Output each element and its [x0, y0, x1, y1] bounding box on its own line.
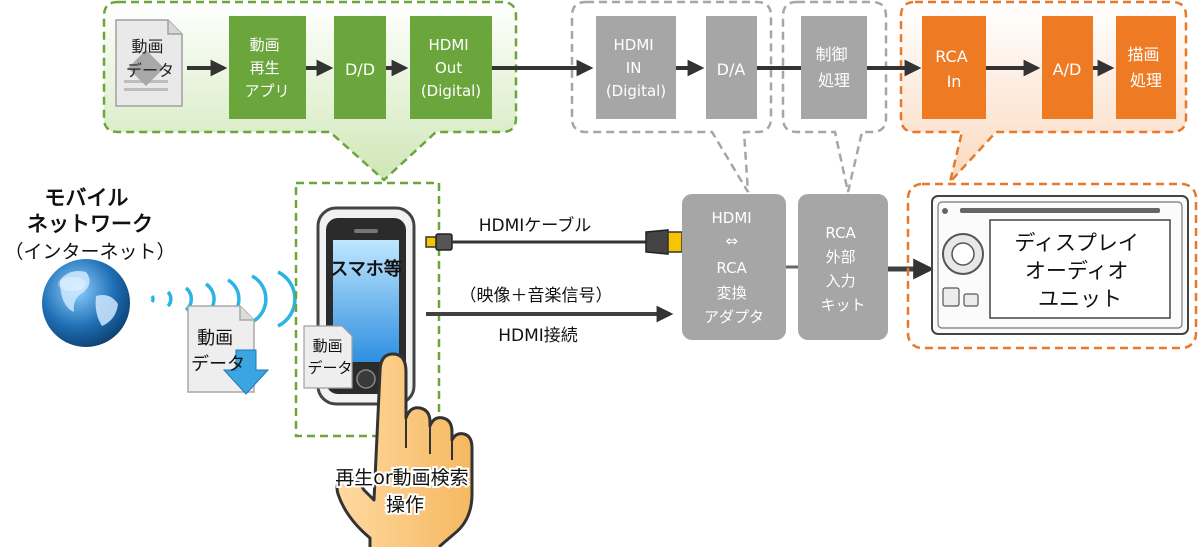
- svg-text:描画 処理: 描画 処理: [1127, 45, 1164, 90]
- video-data-label-1: 動画: [131, 37, 163, 56]
- hdmi-out-box: HDMI Out (Digital): [410, 16, 492, 119]
- rca-in-box: RCA In: [922, 16, 986, 119]
- svg-text:RCA 外部 入力 キッ: RCA 外部 入力 キット: [820, 224, 865, 314]
- smartphone-group-border: [294, 181, 441, 438]
- hdmi-in-box: HDMI IN (Digital): [596, 16, 676, 119]
- svg-text:動画 データ: 動画 データ: [126, 37, 174, 80]
- render-box: 描画 処理: [1116, 16, 1176, 119]
- control-box: 制御 処理: [801, 16, 867, 119]
- svg-text:動画 データ: 動画 データ: [307, 337, 352, 377]
- operation-label: 再生or動画検索 操作: [333, 465, 474, 518]
- signal-label: （映像＋音楽信号）: [460, 286, 613, 306]
- svg-text:D/A: D/A: [717, 60, 746, 79]
- head-unit-group-border: [906, 182, 1198, 350]
- hdmi-cable-icon: [425, 229, 683, 255]
- svg-text:動画 再生 アプリ: 動画 再生 アプリ: [244, 36, 289, 100]
- mobile-network-label: モバイル ネットワーク （インターネット）: [4, 186, 175, 263]
- svg-text:RCA In: RCA In: [935, 47, 973, 91]
- svg-text:モバイル ネットワーク: モバイル ネットワーク: [27, 186, 153, 236]
- dd-box: D/D: [334, 16, 386, 119]
- smartphone-label: スマホ等: [330, 258, 401, 280]
- download-data-icon: 動画 データ: [187, 305, 270, 395]
- svg-text:再生or動画検索 操作: 再生or動画検索 操作: [335, 467, 474, 516]
- ad-box: A/D: [1042, 16, 1093, 119]
- svg-text:動画 データ: 動画 データ: [191, 328, 245, 375]
- svg-text:D/D: D/D: [345, 60, 375, 79]
- video-data-doc-icon: 動画 データ: [115, 19, 183, 107]
- hdmi-cable-label: HDMIケーブル: [479, 215, 592, 236]
- hand-pointer-icon: [335, 352, 474, 551]
- svg-text:（インターネット）: （インターネット）: [4, 241, 175, 263]
- da-box: D/A: [706, 16, 757, 119]
- svg-text:A/D: A/D: [1053, 60, 1082, 79]
- hdmi-connection-label: HDMI接続: [498, 326, 578, 346]
- svg-text:ディスプレイ オーディオ ユニット: ディスプレイ オーディオ ユニット: [1014, 231, 1145, 311]
- svg-text:HDMI ⇔ RCA 変: HDMI ⇔ RCA 変換 アダプタ: [704, 209, 764, 326]
- svg-text:制御 処理: 制御 処理: [815, 45, 852, 90]
- converter-box: HDMI ⇔ RCA 変換 アダプタ: [682, 194, 786, 340]
- video-data-label-2: データ: [126, 61, 174, 80]
- svg-text:HDMI Out (Digital): HDMI Out (Digital): [421, 36, 481, 100]
- svg-text:HDMI IN (Digital): HDMI IN (Digital): [606, 36, 666, 100]
- head-unit-icon: ディスプレイ オーディオ ユニット: [931, 195, 1189, 335]
- playback-app-box: 動画 再生 アプリ: [229, 16, 306, 119]
- globe-icon: [42, 259, 130, 347]
- rca-kit-box: RCA 外部 入力 キット: [798, 194, 888, 340]
